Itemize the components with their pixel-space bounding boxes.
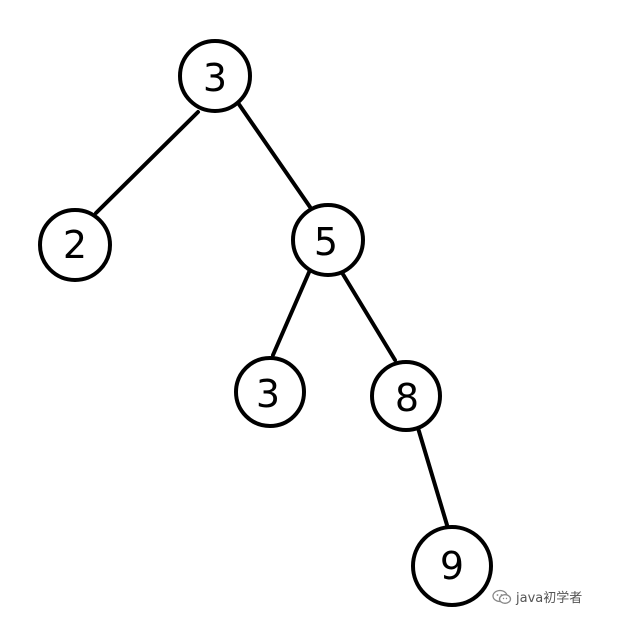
node-label: 3 xyxy=(203,56,227,100)
node-label: 3 xyxy=(256,372,280,416)
tree-node-right-right-right: 9 xyxy=(411,525,493,607)
tree-node-left: 2 xyxy=(38,208,112,282)
edge-right-right-left xyxy=(271,268,312,357)
node-label: 2 xyxy=(63,223,87,267)
watermark-text: java初学者 xyxy=(516,591,583,606)
tree-nodes: 3 2 5 3 8 9 xyxy=(38,39,493,607)
node-label: 9 xyxy=(440,544,464,588)
tree-node-right: 5 xyxy=(291,203,365,277)
node-label: 5 xyxy=(314,220,338,264)
edge-right-right-right xyxy=(339,269,397,362)
watermark: java初学者 xyxy=(492,587,582,606)
edge-right-right-right-right xyxy=(416,426,449,527)
tree-node-right-left: 3 xyxy=(234,356,306,428)
tree-node-right-right: 8 xyxy=(370,360,442,432)
tree-edges xyxy=(94,98,449,527)
node-label: 8 xyxy=(395,376,419,420)
tree-node-root: 3 xyxy=(178,39,252,113)
wechat-icon xyxy=(492,589,512,604)
edge-root-right xyxy=(234,98,312,209)
edge-root-left xyxy=(94,110,200,215)
